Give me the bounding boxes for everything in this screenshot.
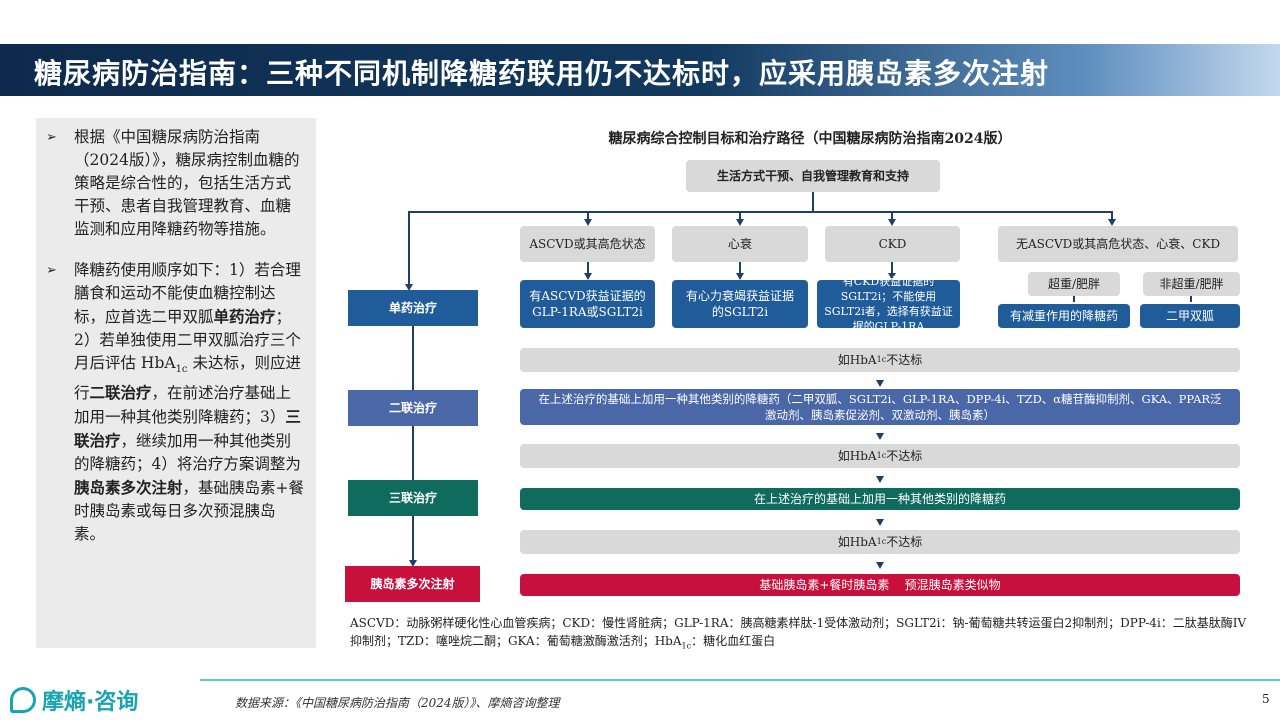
bullet-2: ➢ 降糖药使用顺序如下：1）若合理膳食和运动不能使血糖控制达标，应首选二甲双胍单药… bbox=[46, 259, 306, 546]
dual-therapy-box: 在上述治疗的基础上加用一种其他类别的降糖药（二甲双胍、SGLT2i、GLP-1R… bbox=[520, 389, 1240, 425]
stage-triple: 三联治疗 bbox=[348, 480, 478, 516]
bullet-text: 根据《中国糖尿病防治指南（2024版）》，糖尿病控制血糖的策略是综合性的，包括生… bbox=[74, 128, 300, 238]
sub-not-overweight: 非超重/肥胖 bbox=[1143, 272, 1240, 296]
bullet-1: ➢ 根据《中国糖尿病防治指南（2024版）》，糖尿病控制血糖的策略是综合性的，包括… bbox=[46, 126, 306, 241]
title-bar bbox=[0, 44, 1280, 96]
page-number: 5 bbox=[1262, 692, 1270, 706]
summary-panel: ➢ 根据《中国糖尿病防治指南（2024版）》，糖尿病控制血糖的策略是综合性的，包括… bbox=[36, 118, 316, 648]
lifestyle-box: 生活方式干预、自我管理教育和支持 bbox=[686, 160, 940, 192]
mono-metformin: 二甲双胍 bbox=[1140, 304, 1240, 328]
abbreviation-footnote: ASCVD：动脉粥样硬化性心血管疾病；CKD：慢性肾脏病；GLP-1RA：胰高糖… bbox=[350, 616, 1247, 651]
sub-overweight: 超重/肥胖 bbox=[1028, 272, 1120, 296]
mono-weight-loss: 有减重作用的降糖药 bbox=[998, 304, 1130, 328]
category-ascvd: ASCVD或其高危状态 bbox=[520, 226, 655, 262]
category-none: 无ASCVD或其高危状态、心衰、CKD bbox=[998, 226, 1238, 262]
bullet-text: 降糖药使用顺序如下：1）若合理膳食和运动不能使血糖控制达标，应首选二甲双胍单药治… bbox=[74, 261, 305, 544]
category-ckd: CKD bbox=[825, 226, 960, 262]
flowchart-title: 糖尿病综合控制目标和治疗路径（中国糖尿病防治指南2024版） bbox=[608, 131, 1012, 147]
connector bbox=[408, 211, 1113, 213]
logo-icon bbox=[10, 687, 36, 713]
connector bbox=[812, 192, 814, 212]
stage-insulin: 胰岛素多次注射 bbox=[345, 566, 480, 602]
arrow-bullet-icon: ➢ bbox=[46, 263, 57, 278]
triple-therapy-box: 在上述治疗的基础上加用一种其他类别的降糖药 bbox=[520, 488, 1240, 510]
mono-heart-failure: 有心力衰竭获益证据的SGLT2i bbox=[672, 280, 808, 328]
stage-mono: 单药治疗 bbox=[348, 290, 478, 326]
page-title: 糖尿病防治指南：三种不同机制降糖药联用仍不达标时，应采用胰岛素多次注射 bbox=[34, 57, 1050, 90]
mono-ckd: 有CKD获益证据的SGLT2i；不能使用SGLT2i者，选择有获益证据的GLP-… bbox=[817, 275, 960, 333]
company-logo: 摩熵·咨询 bbox=[10, 684, 138, 716]
arrow-bullet-icon: ➢ bbox=[46, 130, 57, 145]
category-heart-failure: 心衰 bbox=[672, 226, 808, 262]
footer-divider bbox=[200, 679, 1280, 681]
data-source: 数据来源：《中国糖尿病防治指南（2024版）》、摩熵咨询整理 bbox=[235, 696, 560, 710]
mono-ascvd: 有ASCVD获益证据的GLP-1RA或SGLT2i bbox=[520, 280, 655, 328]
stage-dual: 二联治疗 bbox=[348, 390, 478, 426]
insulin-box: 基础胰岛素+餐时胰岛素 预混胰岛素类似物 bbox=[520, 574, 1240, 596]
